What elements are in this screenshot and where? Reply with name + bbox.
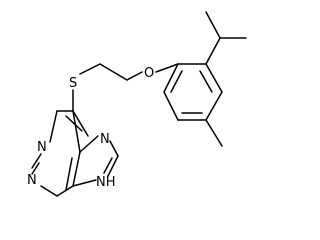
alkyl-substituents — [205, 11, 247, 147]
oxygen-label: O — [144, 66, 154, 81]
benzene-ring — [163, 63, 223, 121]
n1-label: N — [37, 140, 47, 155]
n9h-label: NH — [96, 175, 116, 190]
n7-label: N — [100, 132, 110, 147]
n3-label: N — [27, 173, 37, 188]
sulfur-label: S — [69, 76, 77, 91]
pyrimidine-ring — [31, 110, 89, 197]
linker-chain — [72, 63, 179, 112]
imidazole-ring — [72, 135, 119, 187]
structure-diagram: S O N N N NH — [27, 11, 247, 197]
